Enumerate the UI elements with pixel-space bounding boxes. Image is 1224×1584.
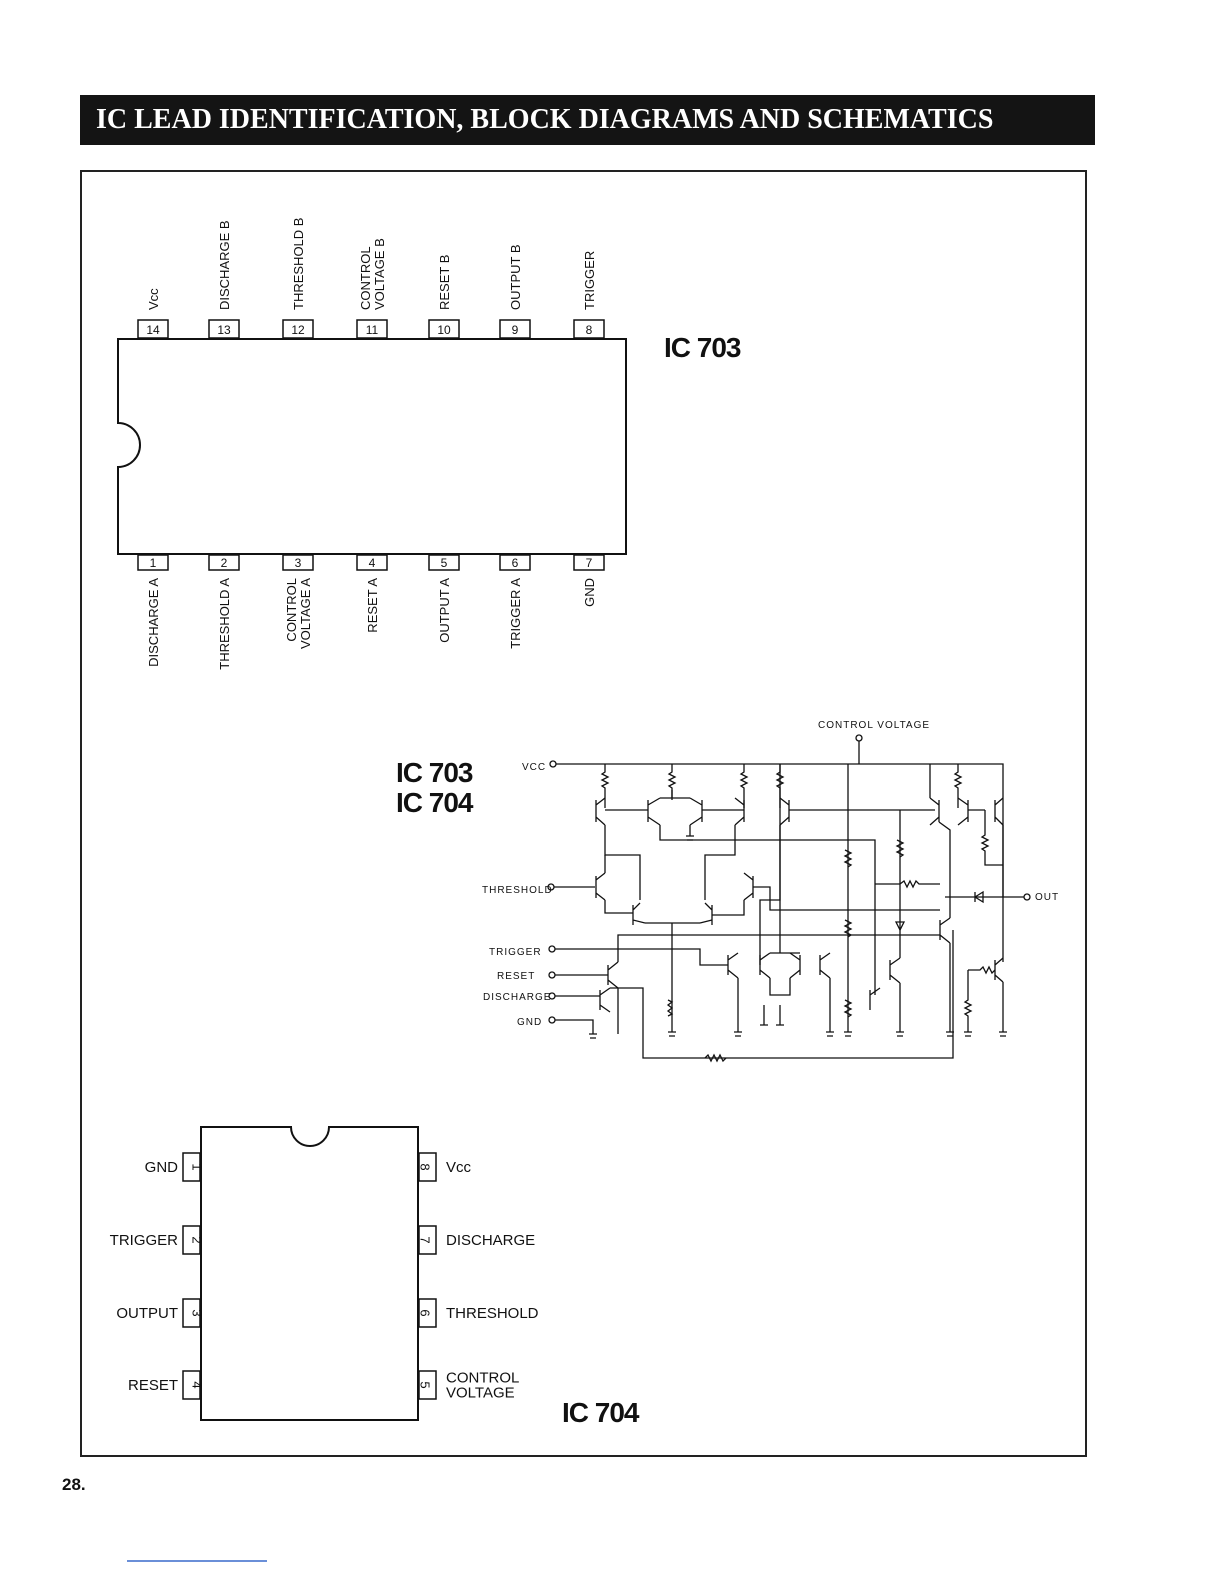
- ic704-pin-label: THRESHOLD: [446, 1305, 539, 1322]
- ic704-pin-3: 3 OUTPUT: [116, 1298, 205, 1328]
- ic703-pin-14: 14 Vcc: [137, 288, 169, 339]
- page-banner: IC LEAD IDENTIFICATION, BLOCK DIAGRAMS A…: [80, 95, 1095, 145]
- ic704-pin-label: TRIGGER: [110, 1232, 179, 1249]
- ic703-pin-number: 11: [366, 323, 379, 337]
- ic703-pin-label: VOLTAGE A: [298, 578, 313, 649]
- ic703-title: IC 703: [664, 332, 741, 363]
- ic703-pin-number: 2: [221, 556, 228, 570]
- ic704-body: [200, 1126, 419, 1421]
- ic704-pin-number: 3: [190, 1309, 205, 1316]
- ic703-pin-number: 13: [217, 323, 231, 337]
- ic704-pin-1: 1 GND: [145, 1152, 205, 1182]
- ic703-pin-number: 1: [150, 556, 157, 570]
- ic704-pin-number: 5: [418, 1381, 433, 1388]
- schematic-title-1: IC 703: [396, 757, 473, 788]
- ic703-pin-number: 7: [586, 556, 593, 570]
- label-gnd: GND: [517, 1017, 542, 1028]
- ic704-pin-2: 2 TRIGGER: [110, 1225, 205, 1255]
- label-out: OUT: [1035, 892, 1059, 903]
- ic704-pin-label: RESET: [128, 1377, 178, 1394]
- ic704-pin-label: Vcc: [446, 1159, 472, 1176]
- schematic: IC 703 IC 704 CONTROL VOLTAGE VCC THRESH…: [396, 720, 1059, 1063]
- ic704-pin-8: 8 Vcc: [418, 1152, 472, 1182]
- comparator-pair: [595, 835, 940, 1032]
- footer-rule: [127, 1560, 267, 1562]
- ic703-pin-label: DISCHARGE A: [146, 578, 161, 667]
- flip-flop: [599, 764, 1004, 1063]
- ic704-pin-6: 6 THRESHOLD: [418, 1298, 539, 1328]
- ic703-pin-number: 9: [512, 323, 519, 337]
- ic703-pin-number: 5: [441, 556, 448, 570]
- ic703-pin-10: 10 RESET B: [428, 255, 460, 339]
- gnd-line: [555, 1019, 594, 1034]
- ic704-pin-number: 6: [418, 1309, 433, 1316]
- ic704-pin-label: CONTROL: [446, 1370, 519, 1387]
- ic703-pin-label: TRIGGER: [582, 251, 597, 310]
- label-vcc: VCC: [522, 762, 546, 773]
- ic703-pin-label: THRESHOLD B: [291, 218, 306, 310]
- label-threshold: THRESHOLD: [482, 885, 553, 896]
- page-number: 28.: [62, 1475, 86, 1494]
- ic703-body: [117, 338, 627, 555]
- label-control-voltage: CONTROL VOLTAGE: [818, 720, 930, 731]
- schematic-title-2: IC 704: [396, 787, 474, 818]
- ic704-pinout: 1 GND 2 TRIGGER 3 OUTPUT 4 RESET 8 Vcc 7 DISCHARGE…: [110, 1126, 641, 1428]
- ic704-pin-label: VOLTAGE: [446, 1385, 515, 1402]
- ic703-pin-label: TRIGGER A: [508, 578, 523, 649]
- ic704-pin-number: 7: [418, 1236, 433, 1243]
- ic704-pin-label: OUTPUT: [116, 1305, 178, 1322]
- label-reset: RESET: [497, 971, 535, 982]
- ic704-pin-number: 8: [418, 1163, 433, 1170]
- ic703-pin-label: DISCHARGE B: [217, 220, 232, 310]
- ic703-pin-label: THRESHOLD A: [217, 578, 232, 670]
- ic703-pin-number: 6: [512, 556, 519, 570]
- ic703-pin-label: GND: [582, 578, 597, 607]
- ic703-pin-8: 8 TRIGGER: [573, 251, 605, 339]
- ic703-pin-number: 3: [295, 556, 302, 570]
- ic703-pin-13: 13 DISCHARGE B: [208, 220, 240, 339]
- ic703-pin-number: 10: [437, 323, 451, 337]
- ic703-pin-label: CONTROL: [358, 246, 373, 310]
- ic703-pin-number: 8: [586, 323, 593, 337]
- ic704-pin-label: GND: [145, 1159, 179, 1176]
- ic703-pin-9: 9 OUTPUT B: [499, 245, 531, 339]
- ic704-pin-number: 2: [190, 1236, 205, 1243]
- content-frame: [80, 170, 1087, 1457]
- ic703-pin-label: RESET B: [437, 255, 452, 310]
- ic703-pin-label: Vcc: [146, 288, 161, 310]
- ic703-pin-label: RESET A: [365, 578, 380, 633]
- ic703-pin-number: 12: [291, 323, 305, 337]
- ic704-title: IC 704: [562, 1397, 640, 1428]
- label-trigger: TRIGGER: [489, 947, 542, 958]
- ic704-pin-number: 1: [190, 1163, 205, 1170]
- ic703-pin-label: OUTPUT B: [508, 245, 523, 311]
- ic703-pin-number: 14: [146, 323, 160, 337]
- ic703-pin-number: 4: [369, 556, 376, 570]
- trigger-line: [555, 948, 728, 966]
- ic704-pin-label: DISCHARGE: [446, 1232, 535, 1249]
- ic704-pin-number: 4: [190, 1381, 205, 1388]
- ic703-pin-label: VOLTAGE B: [372, 238, 387, 310]
- ic703-pin-12: 12 THRESHOLD B: [282, 218, 314, 339]
- ic703-pin-label: CONTROL: [284, 578, 299, 642]
- ic704-pin-7: 7 DISCHARGE: [418, 1225, 535, 1255]
- ic704-pin-4: 4 RESET: [128, 1370, 205, 1400]
- ic703-pin-label: OUTPUT A: [437, 578, 452, 643]
- label-discharge: DISCHARGE: [483, 992, 551, 1003]
- ground-symbols: [589, 1024, 1007, 1039]
- vcc-resistors: [600, 764, 963, 808]
